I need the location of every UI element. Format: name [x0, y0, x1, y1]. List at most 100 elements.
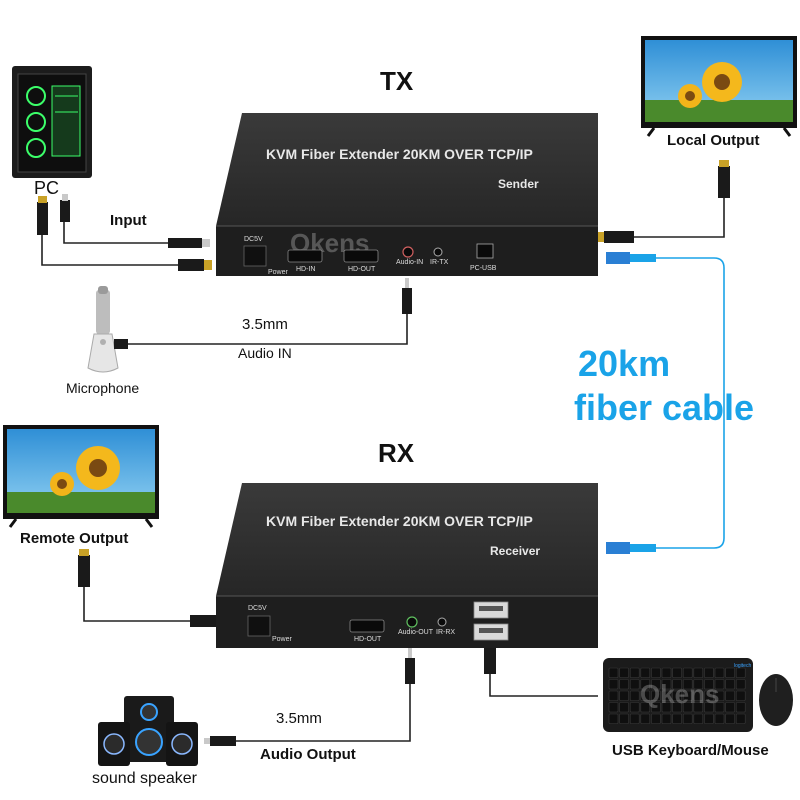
tx-port-audio-in: Audio-IN	[396, 259, 423, 266]
local-output-label: Local Output	[667, 132, 760, 149]
tx-sender-device: KVM Fiber Extender 20KM OVER TCP/IP Send…	[216, 113, 598, 276]
keyboard-key	[651, 702, 661, 713]
keyboard-key	[629, 679, 640, 690]
keyboard-key	[672, 679, 682, 690]
tx-port-usb: PC-USB	[470, 265, 497, 272]
remote-output-label: Remote Output	[20, 530, 129, 547]
microphone-icon	[87, 286, 119, 373]
keyboard-key	[608, 690, 619, 701]
keyboard-key	[714, 679, 725, 690]
audio-output-label: Audio Output	[260, 746, 356, 763]
keyboard-key	[640, 690, 651, 701]
keyboard-key	[725, 667, 735, 678]
rx-port-power: Power	[272, 636, 293, 643]
keyboard-key	[735, 667, 746, 678]
keyboard-key	[725, 690, 735, 701]
sound-speaker-icon	[98, 696, 198, 766]
keyboard-key	[735, 690, 746, 701]
rx-port-hd-out: HD-OUT	[354, 636, 382, 643]
keyboard-key	[672, 667, 682, 678]
keyboard-key	[661, 713, 672, 724]
keyboard-key	[682, 679, 693, 690]
keyboard-key	[661, 667, 672, 678]
tx-port-hd-in: HD-IN	[296, 266, 315, 273]
fiber-cable-label: fiber cable	[574, 387, 755, 428]
fiber-cable-line	[656, 257, 725, 549]
audio-in-size-label: 3.5mm	[242, 316, 288, 333]
keyboard-key	[714, 713, 725, 724]
keyboard-key	[693, 667, 704, 678]
keyboard-key	[693, 679, 704, 690]
keyboard-key	[704, 690, 714, 701]
pc-label: PC	[34, 178, 60, 198]
keyboard-key	[629, 702, 640, 713]
keyboard-key	[682, 702, 693, 713]
keyboard-key	[672, 713, 682, 724]
keyboard-key	[725, 702, 735, 713]
keyboard-watermark: Qkens	[640, 679, 720, 709]
keyboard-key	[619, 690, 629, 701]
keyboard-key	[619, 679, 629, 690]
rx-port-audio-out: Audio-OUT	[398, 629, 434, 636]
keyboard-key	[682, 690, 693, 701]
keyboard-key	[651, 679, 661, 690]
rx-label: RX	[378, 438, 415, 468]
keyboard-key	[640, 667, 651, 678]
rx-device-role: Receiver	[490, 544, 540, 558]
usb-keyboard-mouse-label: USB Keyboard/Mouse	[612, 742, 769, 759]
keyboard-key	[619, 713, 629, 724]
keyboard-key	[704, 702, 714, 713]
keyboard-key	[640, 702, 651, 713]
rx-device-title: KVM Fiber Extender 20KM OVER TCP/IP	[266, 513, 533, 529]
keyboard-key	[629, 713, 640, 724]
rx-port-dc: DC5V	[248, 605, 267, 612]
mouse-icon	[759, 674, 793, 726]
keyboard-key	[640, 713, 651, 724]
local-monitor-icon	[641, 36, 797, 137]
input-label: Input	[110, 212, 147, 229]
keyboard-brand-label: logitech	[734, 663, 751, 669]
keyboard-key	[661, 690, 672, 701]
keyboard-key	[672, 702, 682, 713]
keyboard-icon: logitech Qkens	[603, 658, 753, 732]
tx-port-dc: DC5V	[244, 236, 263, 243]
keyboard-key	[651, 667, 661, 678]
keyboard-key	[651, 713, 661, 724]
tx-device-title: KVM Fiber Extender 20KM OVER TCP/IP	[266, 146, 533, 162]
sound-speaker-label: sound speaker	[92, 770, 197, 787]
keyboard-key	[619, 702, 629, 713]
audio-out-size-label: 3.5mm	[276, 710, 322, 727]
keyboard-key	[704, 713, 714, 724]
pc-tower-icon	[12, 66, 92, 178]
keyboard-key	[619, 667, 629, 678]
keyboard-key	[608, 713, 619, 724]
keyboard-key	[682, 667, 693, 678]
keyboard-key	[640, 679, 651, 690]
keyboard-key	[725, 679, 735, 690]
fiber-length-label: 20km	[578, 343, 671, 384]
rx-port-ir: IR-RX	[436, 629, 455, 636]
keyboard-key	[661, 702, 672, 713]
audio-in-label: Audio IN	[238, 345, 292, 361]
keyboard-key	[693, 690, 704, 701]
tx-port-power: Power	[268, 269, 289, 276]
keyboard-key	[661, 679, 672, 690]
keyboard-key	[629, 690, 640, 701]
cables	[41, 198, 725, 742]
keyboard-key	[608, 667, 619, 678]
rx-receiver-device: KVM Fiber Extender 20KM OVER TCP/IP Rece…	[216, 483, 598, 648]
keyboard-key	[629, 667, 640, 678]
keyboard-key	[714, 690, 725, 701]
keyboard-key	[735, 679, 746, 690]
keyboard-key	[682, 713, 693, 724]
keyboard-key	[735, 713, 746, 724]
keyboard-key	[608, 679, 619, 690]
keyboard-key	[651, 690, 661, 701]
tx-label: TX	[380, 66, 414, 96]
keyboard-key	[693, 713, 704, 724]
tx-device-role: Sender	[498, 177, 539, 191]
keyboard-key	[608, 702, 619, 713]
microphone-label: Microphone	[66, 380, 140, 396]
keyboard-key	[735, 702, 746, 713]
